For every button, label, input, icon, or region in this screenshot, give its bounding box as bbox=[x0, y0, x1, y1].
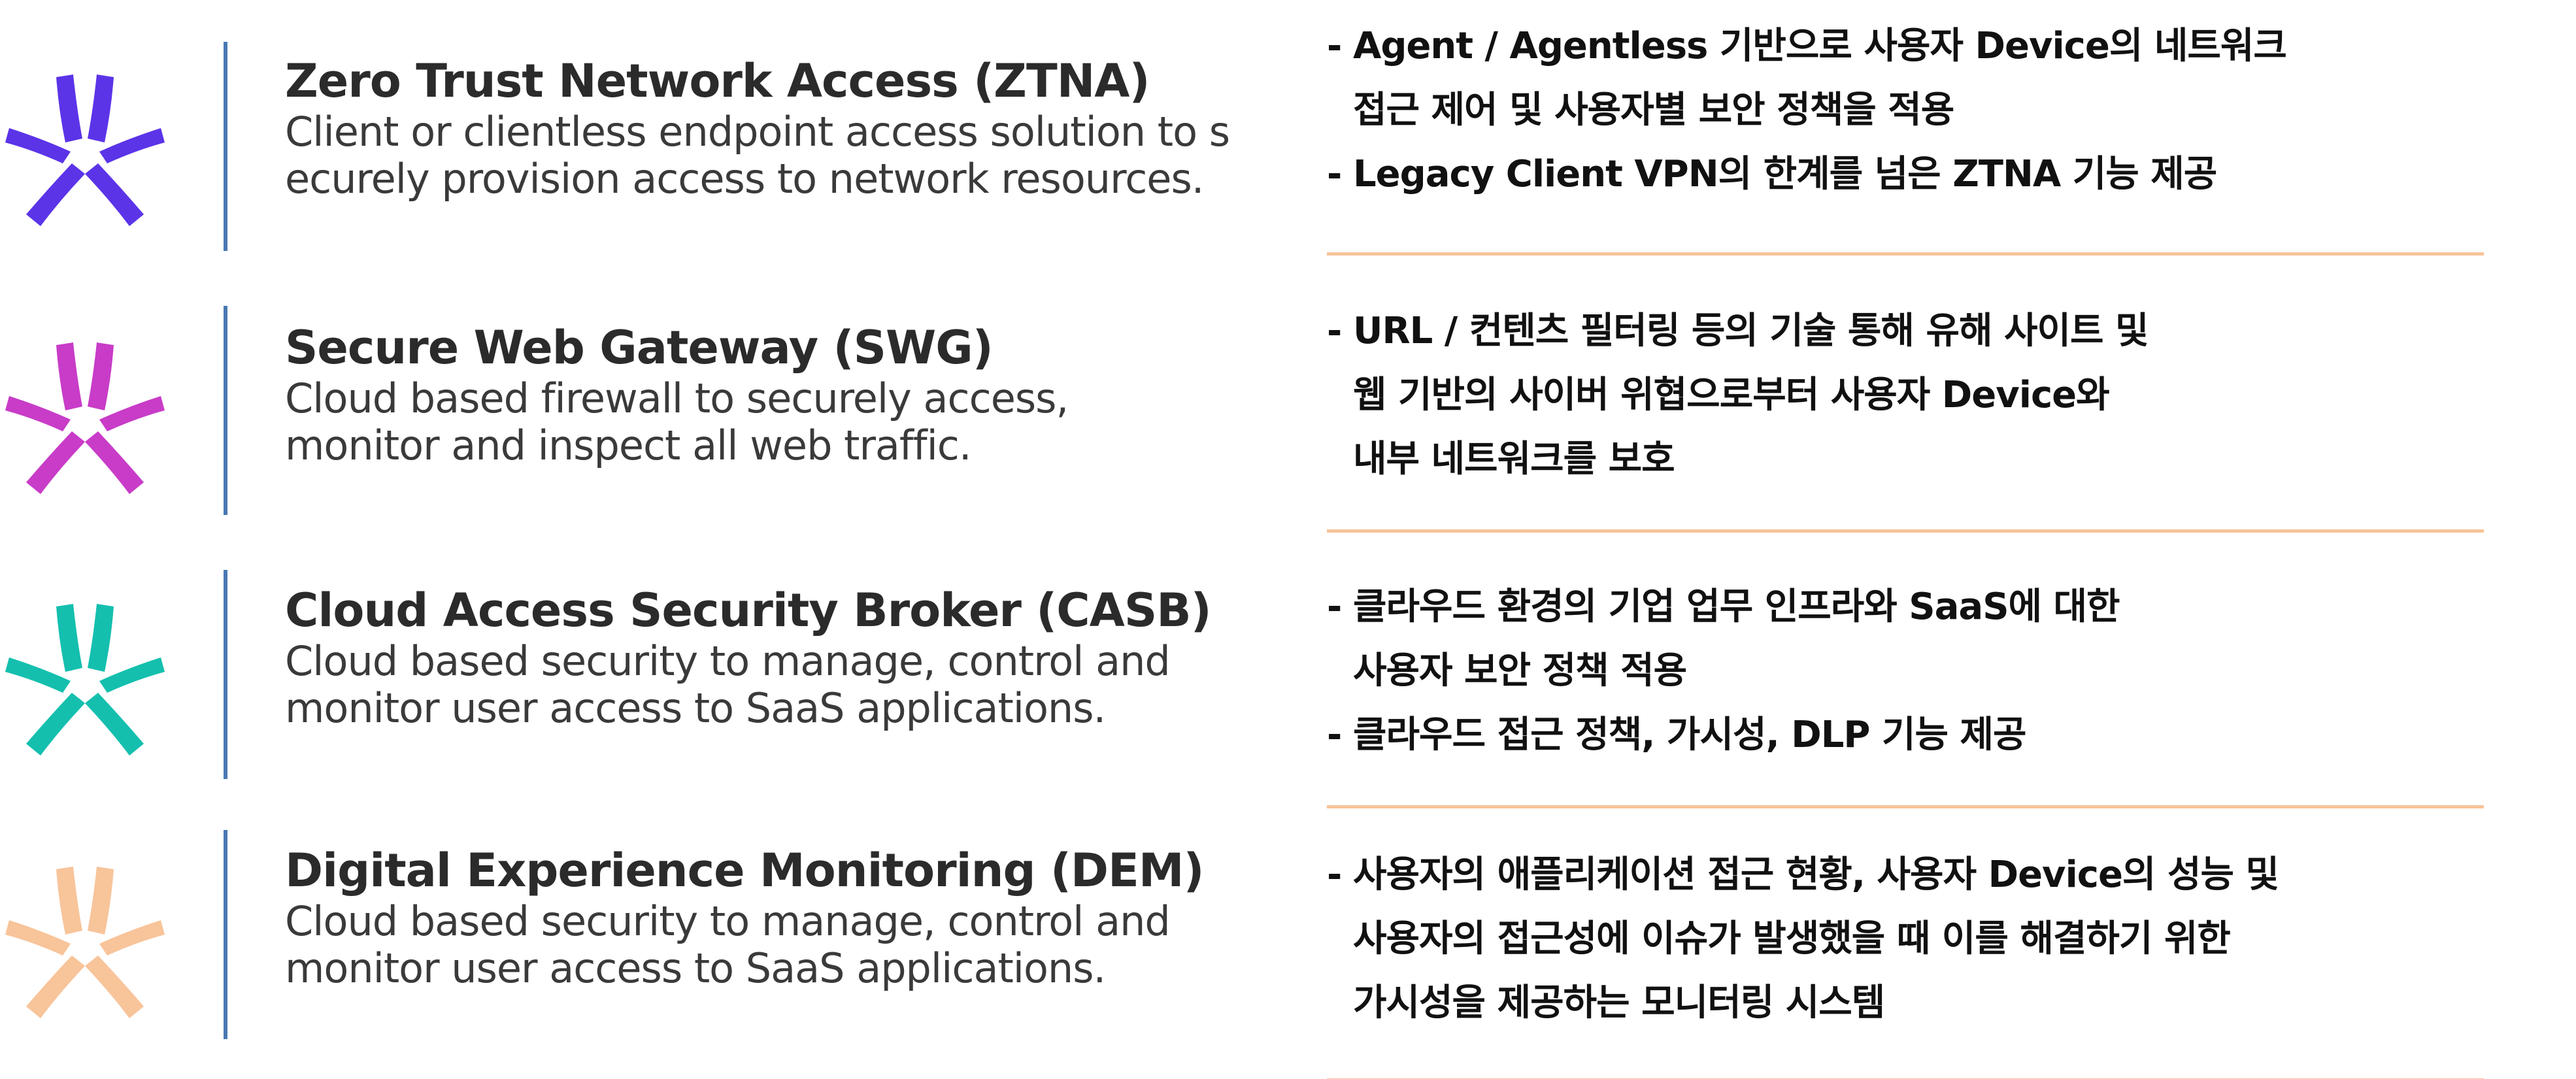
bullet-item: -사용자의 애플리케이션 접근 현황, 사용자 Device의 성능 및 사용자… bbox=[1327, 843, 2477, 1035]
logo-stroke bbox=[5, 920, 71, 955]
logo-stroke bbox=[99, 396, 165, 431]
feature-description-line: monitor user access to SaaS applications… bbox=[285, 684, 1106, 732]
bullet-line: 사용자의 접근성에 이슈가 발생했을 때 이를 해결하기 위한 bbox=[1353, 918, 2231, 960]
logo-stroke bbox=[26, 693, 85, 755]
bullet-list: -사용자의 애플리케이션 접근 현황, 사용자 Device의 성능 및 사용자… bbox=[1327, 843, 2477, 1035]
feature-text: Zero Trust Network Access (ZTNA) Client … bbox=[285, 54, 1318, 203]
feature-title: Secure Web Gateway (SWG) bbox=[285, 321, 994, 374]
bullet-dash: - bbox=[1327, 714, 1342, 756]
bullet-item: -Agent / Agentless 기반으로 사용자 Device의 네트워크… bbox=[1327, 14, 2477, 142]
bullet-line: 접근 제어 및 사용자별 보안 정책을 적용 bbox=[1353, 89, 1954, 131]
bullet-line: 클라우드 환경의 기업 업무 인프라와 SaaS에 대한 bbox=[1353, 586, 2120, 628]
logo-shape bbox=[5, 867, 165, 1018]
logo-stroke bbox=[56, 75, 82, 142]
feature-description-line: Cloud based security to manage, control … bbox=[285, 897, 1171, 945]
logo-stroke bbox=[99, 128, 165, 163]
logo-shape bbox=[5, 75, 165, 226]
feature-description-line: Cloud based firewall to securely access, bbox=[285, 374, 1069, 422]
logo-stroke bbox=[88, 75, 114, 142]
logo-shape bbox=[5, 604, 165, 755]
feature-description-line: monitor user access to SaaS applications… bbox=[285, 944, 1106, 992]
logo-stroke bbox=[85, 163, 144, 226]
bullet-line: 사용자 보안 정책 적용 bbox=[1353, 650, 1687, 692]
bullet-dash: - bbox=[1327, 854, 1342, 896]
logo-stroke bbox=[56, 867, 82, 935]
bullet-line: Legacy Client VPN의 한계를 넘은 ZTNA 기능 제공 bbox=[1353, 153, 2217, 195]
logo-stroke bbox=[5, 128, 71, 163]
bullet-line: Agent / Agentless 기반으로 사용자 Device의 네트워크 bbox=[1353, 25, 2287, 67]
feature-title: Zero Trust Network Access (ZTNA) bbox=[285, 54, 1150, 108]
logo-shape bbox=[5, 342, 165, 494]
feature-text: Digital Experience Monitoring (DEM) Clou… bbox=[285, 843, 1318, 992]
asterisk-logo-icon bbox=[5, 75, 165, 226]
logo-stroke bbox=[85, 693, 144, 755]
bullet-line: 가시성을 제공하는 모니터링 시스템 bbox=[1353, 982, 1885, 1024]
feature-description-line: monitor and inspect all web traffic. bbox=[285, 422, 972, 469]
logo-stroke bbox=[5, 657, 71, 693]
feature-title: Cloud Access Security Broker (CASB) bbox=[285, 584, 1212, 637]
bullet-line: 사용자의 애플리케이션 접근 현황, 사용자 Device의 성능 및 bbox=[1353, 854, 2279, 896]
feature-text: Cloud Access Security Broker (CASB) Clou… bbox=[285, 583, 1318, 732]
bullet-line: URL / 컨텐츠 필터링 등의 기술 통해 유해 사이트 및 bbox=[1353, 310, 2149, 352]
bullet-dash: - bbox=[1327, 153, 1342, 195]
asterisk-logo-icon bbox=[5, 342, 165, 494]
feature-text: Secure Web Gateway (SWG) Cloud based fir… bbox=[285, 320, 1318, 469]
logo-stroke bbox=[85, 955, 144, 1018]
logo-stroke bbox=[26, 163, 85, 226]
asterisk-logo-icon bbox=[5, 867, 165, 1018]
vertical-divider bbox=[224, 42, 227, 251]
bullet-item: -클라우드 환경의 기업 업무 인프라와 SaaS에 대한 사용자 보안 정책 … bbox=[1327, 575, 2477, 703]
logo-stroke bbox=[26, 431, 85, 494]
logo-stroke bbox=[85, 431, 144, 494]
logo-stroke bbox=[5, 396, 71, 431]
feature-description-line: Client or clientless endpoint access sol… bbox=[285, 108, 1230, 156]
bullet-item: -클라우드 접근 정책, 가시성, DLP 기능 제공 bbox=[1327, 703, 2477, 767]
bullet-list: -클라우드 환경의 기업 업무 인프라와 SaaS에 대한 사용자 보안 정책 … bbox=[1327, 575, 2477, 767]
logo-stroke bbox=[56, 604, 82, 672]
bullet-line: 클라우드 접근 정책, 가시성, DLP 기능 제공 bbox=[1353, 714, 2027, 756]
asterisk-logo-icon bbox=[5, 604, 165, 755]
vertical-divider bbox=[224, 306, 227, 515]
logo-stroke bbox=[88, 604, 114, 672]
logo-stroke bbox=[99, 920, 165, 955]
vertical-divider bbox=[224, 830, 227, 1039]
bullet-dash: - bbox=[1327, 25, 1342, 67]
bullet-dash: - bbox=[1327, 586, 1342, 628]
logo-stroke bbox=[88, 867, 114, 935]
bullet-line: 내부 네트워크를 보호 bbox=[1353, 438, 1675, 480]
bullet-item: -URL / 컨텐츠 필터링 등의 기술 통해 유해 사이트 및 웹 기반의 사… bbox=[1327, 299, 2477, 491]
feature-description-line: Cloud based security to manage, control … bbox=[285, 637, 1171, 685]
bullet-line: 웹 기반의 사이버 위협으로부터 사용자 Device와 bbox=[1353, 374, 2110, 416]
bullet-dash: - bbox=[1327, 310, 1342, 352]
logo-stroke bbox=[88, 342, 114, 410]
horizontal-divider bbox=[1327, 252, 2484, 256]
horizontal-divider bbox=[1327, 805, 2484, 808]
logo-stroke bbox=[56, 342, 82, 410]
horizontal-divider bbox=[1327, 529, 2484, 533]
logo-stroke bbox=[99, 657, 165, 693]
bullet-list: -URL / 컨텐츠 필터링 등의 기술 통해 유해 사이트 및 웹 기반의 사… bbox=[1327, 299, 2477, 491]
feature-title: Digital Experience Monitoring (DEM) bbox=[285, 844, 1205, 897]
feature-description-line: ecurely provision access to network reso… bbox=[285, 155, 1204, 203]
vertical-divider bbox=[224, 570, 227, 779]
bullet-list: -Agent / Agentless 기반으로 사용자 Device의 네트워크… bbox=[1327, 14, 2477, 207]
logo-stroke bbox=[26, 955, 85, 1018]
bullet-item: -Legacy Client VPN의 한계를 넘은 ZTNA 기능 제공 bbox=[1327, 142, 2477, 207]
